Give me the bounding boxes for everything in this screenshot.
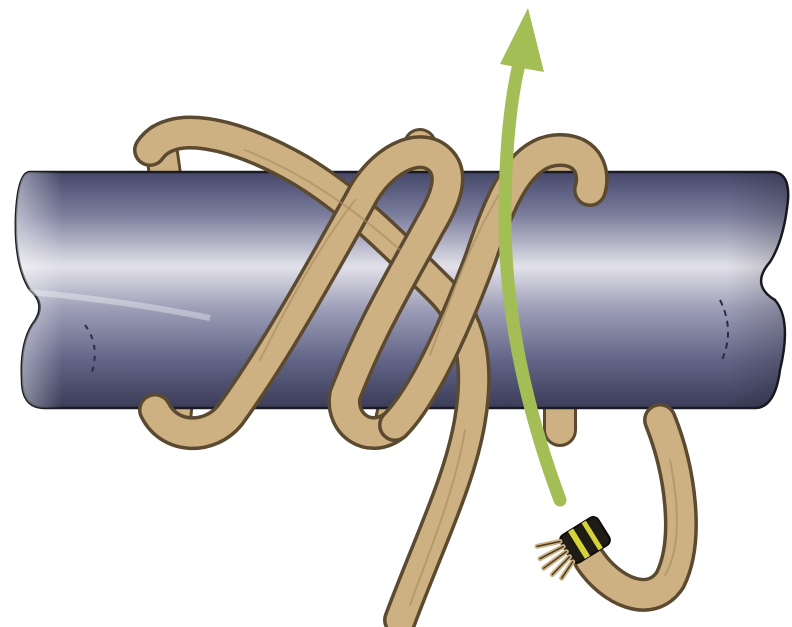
knot-illustration xyxy=(0,0,792,627)
